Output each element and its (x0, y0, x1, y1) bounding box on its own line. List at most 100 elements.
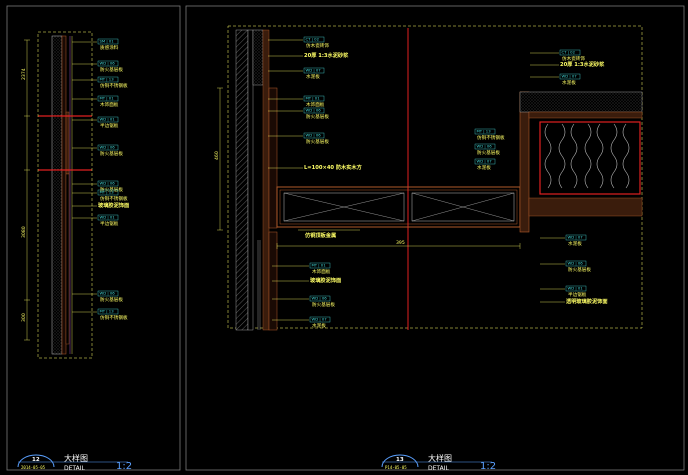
tag-text: 透明玻璃胶泥饰面 (566, 297, 608, 305)
main-top-tag-6: L=100×40 防木实木方 (268, 163, 362, 171)
detail-scale: 1:2 (116, 461, 132, 472)
tag-text: 防火基层板 (306, 113, 329, 120)
tag-code: WD | 06 (100, 181, 116, 186)
tag-text: 防火基层板 (312, 301, 335, 308)
tag-code: WD | 06 (306, 108, 322, 113)
tag-text: 防火基层板 (568, 266, 591, 273)
tag-code: MT | 13 (100, 77, 115, 82)
middle-material-label: 仿铜顶板金属 (305, 231, 336, 239)
main-bottom-left-tag-1: 玻璃胶泥饰面 (272, 276, 341, 284)
tag-text: 水泥板 (306, 73, 320, 80)
tag-text: L=100×40 防木实木方 (304, 163, 362, 171)
main-top-tag-1: 20厚 1:3水泥砂浆 (268, 51, 349, 59)
tag-text: 仿木瓷砖饰 (562, 55, 585, 62)
tag-text: 仿木瓷砖饰 (306, 42, 329, 49)
tag-text: 水泥板 (568, 240, 582, 247)
tag-code: WD | 07 (312, 317, 328, 322)
tag-text: 20厚 1:3水泥砂浆 (560, 60, 605, 68)
tag-text: 防火基层板 (100, 296, 123, 303)
detail-number: 12 (32, 457, 40, 463)
tag-text: 仿铜不锈钢板 (100, 314, 128, 321)
tag-code: WD | 07 (568, 235, 584, 240)
tag-text: 水泥板 (312, 322, 326, 329)
tag-code: MT | 01 (306, 96, 321, 101)
detail-title-cn: 大样图 (428, 453, 452, 463)
tag-code: SM | 01 (100, 39, 115, 44)
left-dim-2: 3080 (21, 226, 27, 238)
tag-text: 半边锯板 (568, 291, 587, 298)
detail-title-en: DETAIL (428, 465, 449, 472)
left-dim-1: 2374 (21, 68, 27, 80)
tag-code: CT | 02 (306, 37, 320, 42)
tag-text: 防火基层板 (100, 150, 123, 157)
tag-code: MT | 13 (100, 190, 115, 195)
tag-text: 水泥板 (562, 79, 576, 86)
detail-title-en: DETAIL (64, 465, 85, 472)
detail-number: 13 (396, 457, 404, 463)
tag-code: WD | 07 (562, 74, 578, 79)
tag-code: WD | 06 (306, 133, 322, 138)
tag-code: WD | 06 (100, 61, 116, 66)
tag-text: 半边锯板 (100, 122, 119, 129)
tag-text: 20厚 1:3水泥砂浆 (304, 51, 349, 59)
detail-title-cn: 大样图 (64, 453, 88, 463)
tag-text: 质感涂料 (100, 44, 119, 51)
tag-text: 木饰面板 (100, 101, 119, 108)
main-dim-height: 460 (214, 151, 220, 160)
main-right-tag-1: 20厚 1:3水泥砂浆 (530, 60, 605, 68)
tag-text: 半边锯板 (100, 220, 119, 227)
detail-date: P14-05-05 (385, 465, 407, 470)
tag-code: MT | 13 (477, 129, 492, 134)
tag-text: 仿铜不锈钢板 (100, 195, 128, 202)
tag-text: 玻璃胶泥饰面 (98, 201, 129, 209)
tag-code: WD | 06 (100, 145, 116, 150)
tag-code: MT | 01 (312, 263, 327, 268)
tag-text: 玻璃胶泥饰面 (310, 276, 341, 284)
tag-text: 木饰面板 (312, 268, 331, 275)
main-section-detail: 460 395 仿铜顶板金属 (214, 25, 643, 331)
tag-text: 木饰面板 (306, 101, 325, 108)
left-tag-8: 玻璃胶泥饰面 (72, 201, 129, 209)
tag-code: WD | 07 (477, 159, 493, 164)
detail-scale: 1:2 (480, 461, 496, 472)
tag-code: CT | 02 (562, 50, 576, 55)
tag-text: 仿铜不锈钢板 (100, 82, 128, 89)
main-bottom-right-tag-3: 透明玻璃胶泥饰面 (540, 297, 608, 305)
tag-text: 防火基层板 (100, 186, 123, 193)
tag-code: WD | 07 (306, 68, 322, 73)
tag-code: MT | 13 (100, 309, 115, 314)
tag-code: WD | 01 (100, 117, 116, 122)
tag-text: 防火基层板 (100, 66, 123, 73)
detail-date: 2014-05-05 (21, 465, 46, 470)
left-dim-3: 300 (21, 313, 27, 322)
tag-code: WD | 06 (312, 296, 328, 301)
tag-text: 防火基层板 (306, 138, 329, 145)
tag-text: 防火基层板 (477, 149, 500, 156)
sheet-frames (6, 5, 685, 471)
tag-code: WD | 01 (100, 215, 116, 220)
tag-code: WD | 06 (568, 261, 584, 266)
main-dim-width: 395 (396, 240, 405, 246)
